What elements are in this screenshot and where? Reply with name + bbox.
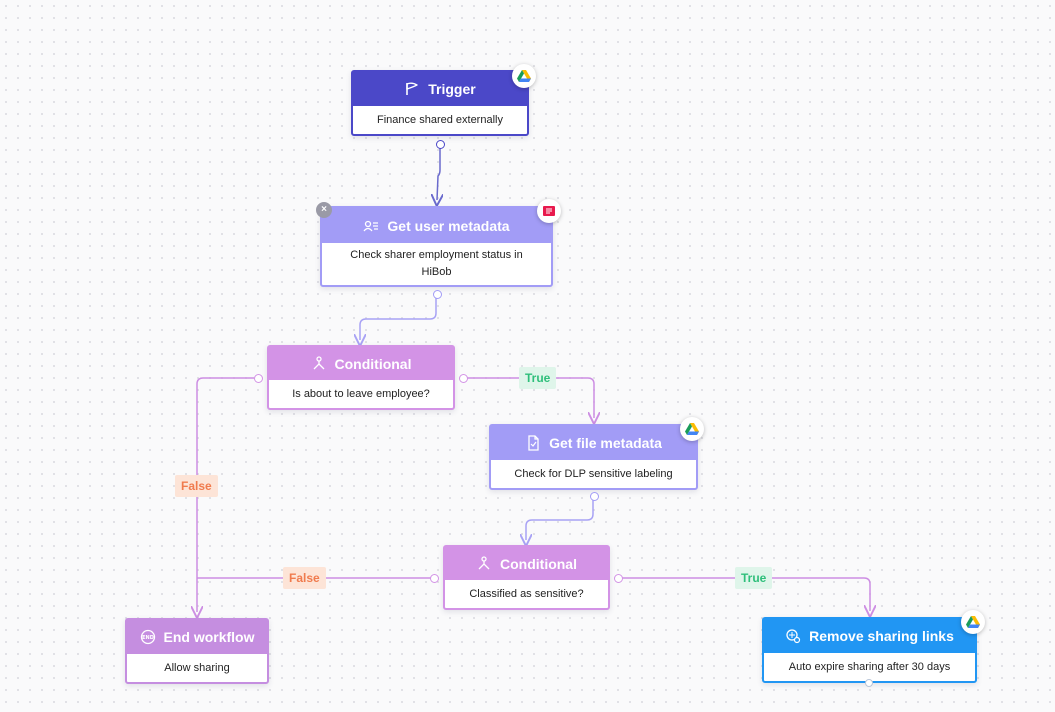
edge-label-true: True: [735, 567, 773, 589]
google-drive-icon: [512, 64, 536, 88]
svg-text:END: END: [142, 635, 154, 641]
get-file-metadata-description: Check for DLP sensitive labeling: [514, 467, 673, 480]
conditional-2-title: Conditional: [500, 555, 577, 572]
edge-label-false: False: [175, 475, 218, 497]
conditional-2-header: Conditional: [445, 547, 608, 580]
conditional-1-true-port[interactable]: [459, 374, 468, 383]
trigger-title: Trigger: [428, 81, 476, 97]
remove-sharing-links-title: Remove sharing links: [809, 628, 954, 644]
trigger-description: Finance shared externally: [377, 113, 503, 126]
user-list-icon: [363, 218, 379, 234]
conditional-2-false-port[interactable]: [430, 574, 439, 583]
edge-get-file-to-conditional2: [526, 500, 594, 540]
conditional-2-node[interactable]: Conditional Classified as sensitive?: [430, 545, 623, 610]
conditional-1-node[interactable]: Conditional Is about to leave employee?: [254, 345, 468, 410]
trigger-header: Trigger: [353, 72, 527, 106]
edge-label-true: True: [519, 367, 557, 389]
get-user-metadata-title: Get user metadata: [387, 217, 510, 234]
flag-icon: [404, 81, 420, 97]
edge-label-false: False: [283, 567, 326, 589]
trigger-node[interactable]: Trigger Finance shared externally: [351, 64, 536, 149]
add-step-port[interactable]: [865, 679, 873, 687]
file-icon: [525, 435, 541, 451]
get-file-metadata-title: Get file metadata: [549, 435, 662, 451]
get-user-metadata-description: Check sharer employment status in HiBob: [350, 249, 523, 278]
end-workflow-title: End workflow: [163, 629, 255, 645]
link-off-icon: [785, 628, 801, 644]
google-drive-icon: [680, 417, 704, 441]
trigger-output-port[interactable]: [436, 140, 445, 149]
get-file-metadata-node[interactable]: Get file metadata Check for DLP sensitiv…: [489, 417, 704, 501]
get-user-metadata-node[interactable]: Get user metadata Check sharer employmen…: [316, 199, 561, 299]
remove-sharing-links-node[interactable]: Remove sharing links Auto expire sharing…: [762, 610, 985, 687]
end-workflow-description: Allow sharing: [164, 661, 230, 674]
edge-get-user-to-conditional1: [360, 297, 437, 340]
end-workflow-node[interactable]: END End workflow Allow sharing: [125, 618, 269, 684]
remove-node-button[interactable]: ×: [316, 202, 332, 218]
remove-sharing-links-description: Auto expire sharing after 30 days: [788, 660, 951, 673]
conditional-1-description: Is about to leave employee?: [292, 387, 430, 400]
get-file-metadata-header: Get file metadata: [491, 426, 696, 460]
google-drive-icon: [961, 610, 985, 634]
conditional-1-title: Conditional: [334, 355, 412, 372]
end-workflow-header: END End workflow: [127, 620, 267, 654]
conditional-1-false-port[interactable]: [254, 374, 263, 383]
remove-sharing-links-header: Remove sharing links: [764, 619, 975, 653]
conditional-2-true-port[interactable]: [614, 574, 623, 583]
branch-icon: [311, 355, 327, 372]
get-user-metadata-header: Get user metadata: [322, 208, 551, 243]
branch-icon: [476, 555, 492, 572]
edge-trigger-to-get-user: [437, 147, 440, 200]
get-user-metadata-output-port[interactable]: [433, 290, 442, 299]
conditional-2-description: Classified as sensitive?: [469, 587, 584, 600]
hibob-icon: [537, 199, 561, 223]
end-icon: END: [140, 629, 156, 645]
conditional-1-header: Conditional: [269, 347, 453, 380]
get-file-metadata-output-port[interactable]: [590, 492, 599, 501]
